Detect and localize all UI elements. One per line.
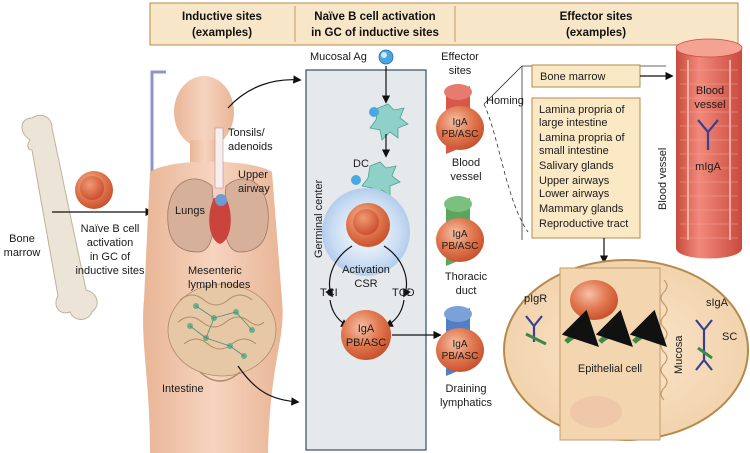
vessel-label-1: Blood bbox=[696, 85, 724, 97]
mucosa-label: Mucosa bbox=[673, 335, 685, 374]
epithelial-cell-label: Epithelial cell bbox=[578, 363, 642, 375]
migA-label: mIgA bbox=[695, 161, 721, 173]
gc-b-cell bbox=[346, 203, 390, 247]
thoracic-label-2: duct bbox=[456, 285, 477, 297]
tcd-label: TCD bbox=[392, 287, 415, 299]
antigen-icon bbox=[378, 49, 394, 65]
intestine-label: Intestine bbox=[162, 383, 204, 395]
effector-sites-label-1: Effector bbox=[441, 51, 479, 63]
activation-title: Naïve B cell activation bbox=[314, 11, 435, 23]
naive-label-4: inductive sites bbox=[75, 265, 145, 277]
pigr-label: pIgR bbox=[524, 293, 547, 305]
site-4: small intestine bbox=[539, 145, 609, 157]
bone-marrow-label-1: Bone bbox=[9, 233, 35, 245]
site-9: Reproductive tract bbox=[539, 218, 628, 230]
effector-sub: (examples) bbox=[566, 27, 626, 39]
inductive-title: Inductive sites bbox=[182, 11, 262, 23]
sc-label: SC bbox=[722, 331, 737, 343]
csr-label: CSR bbox=[354, 278, 377, 290]
dc-label: DC bbox=[353, 158, 369, 170]
activation-label: Activation bbox=[342, 264, 390, 276]
tci-label: TCI bbox=[320, 287, 338, 299]
vessel-label-2: vessel bbox=[694, 99, 725, 111]
human-body bbox=[143, 76, 283, 453]
mesenteric-label-2: lymph nodes bbox=[188, 279, 251, 291]
site-5: Salivary glands bbox=[539, 160, 614, 172]
tci-arrow bbox=[325, 245, 353, 298]
site-7: Lower airways bbox=[539, 188, 610, 200]
siga-label: sIgA bbox=[706, 297, 729, 309]
site-1: Lamina propria of bbox=[539, 104, 626, 116]
tube2-label-2: PB/ASC bbox=[442, 241, 479, 252]
iga-label-1: IgA bbox=[358, 323, 375, 335]
blood-vessel-label-2: vessel bbox=[450, 171, 481, 183]
effector-list-box bbox=[531, 97, 641, 239]
thoracic-duct-tube bbox=[436, 196, 484, 266]
germinal-center-label: Germinal center bbox=[313, 179, 325, 258]
upper-airway-label-2: airway bbox=[238, 183, 270, 195]
draining-lymphatics-tube bbox=[436, 306, 484, 376]
site-6: Upper airways bbox=[539, 175, 610, 187]
effector-title: Effector sites bbox=[560, 11, 633, 23]
tonsils-label-2: adenoids bbox=[228, 141, 273, 153]
draining-label-2: lymphatics bbox=[440, 397, 492, 409]
inductive-sub: (examples) bbox=[192, 27, 252, 39]
bone-icon bbox=[21, 114, 98, 320]
naive-label-1: Naïve B cell bbox=[81, 223, 140, 235]
upper-airway-label-1: Upper bbox=[238, 169, 268, 181]
site-2: large intestine bbox=[539, 117, 608, 129]
tube3-label-1: IgA bbox=[452, 339, 467, 350]
tube3-label-2: PB/ASC bbox=[442, 351, 479, 362]
tube1-label-2: PB/ASC bbox=[442, 129, 479, 140]
iga-label-2: PB/ASC bbox=[346, 337, 386, 349]
effector-sites-label-2: sites bbox=[449, 65, 472, 77]
blood-vessel-label-1: Blood bbox=[452, 157, 480, 169]
transcytosis-arrows bbox=[561, 309, 667, 347]
dc-cell-bottom bbox=[351, 161, 401, 199]
lungs-label: Lungs bbox=[175, 205, 205, 217]
site-8: Mammary glands bbox=[539, 203, 624, 215]
naive-label-2: activation bbox=[87, 237, 133, 249]
homing-dashed bbox=[483, 103, 529, 233]
mucosal-ag-label: Mucosal Ag bbox=[310, 51, 367, 63]
siga-icon bbox=[695, 319, 713, 371]
thoracic-label-1: Thoracic bbox=[445, 271, 488, 283]
naive-label-3: in GC of bbox=[90, 251, 131, 263]
mesenteric-label-1: Mesenteric bbox=[188, 265, 242, 277]
pigr-icon bbox=[525, 315, 547, 346]
epithelium-ellipse bbox=[503, 259, 749, 441]
site-3: Lamina propria of bbox=[539, 132, 626, 144]
tube1-label-1: IgA bbox=[452, 117, 467, 128]
dc-cell-top bbox=[369, 103, 409, 141]
tonsils-label-1: Tonsils/ bbox=[228, 127, 266, 139]
activation-sub: in GC of inductive sites bbox=[311, 27, 439, 39]
tonsil-arrow bbox=[227, 75, 302, 109]
blood-vessel-right bbox=[675, 38, 743, 259]
tube2-label-1: IgA bbox=[452, 229, 467, 240]
blood-vessel-tube bbox=[436, 84, 484, 154]
bone-marrow-label-2: marrow bbox=[4, 247, 41, 259]
naive-b-cell bbox=[75, 171, 113, 209]
migA-antibody-icon bbox=[697, 119, 719, 150]
tcd-arrow bbox=[383, 245, 411, 298]
vessel-side-label: Blood vessel bbox=[657, 148, 669, 210]
header-banner: Inductive sites (examples) Naïve B cell … bbox=[149, 2, 739, 46]
homing-label: Homing bbox=[486, 95, 524, 107]
intestine-arrow bbox=[237, 365, 300, 406]
bone-marrow-box-label: Bone marrow bbox=[540, 71, 605, 83]
draining-label-1: Draining bbox=[446, 383, 487, 395]
iga-plasma-cell bbox=[341, 310, 391, 360]
